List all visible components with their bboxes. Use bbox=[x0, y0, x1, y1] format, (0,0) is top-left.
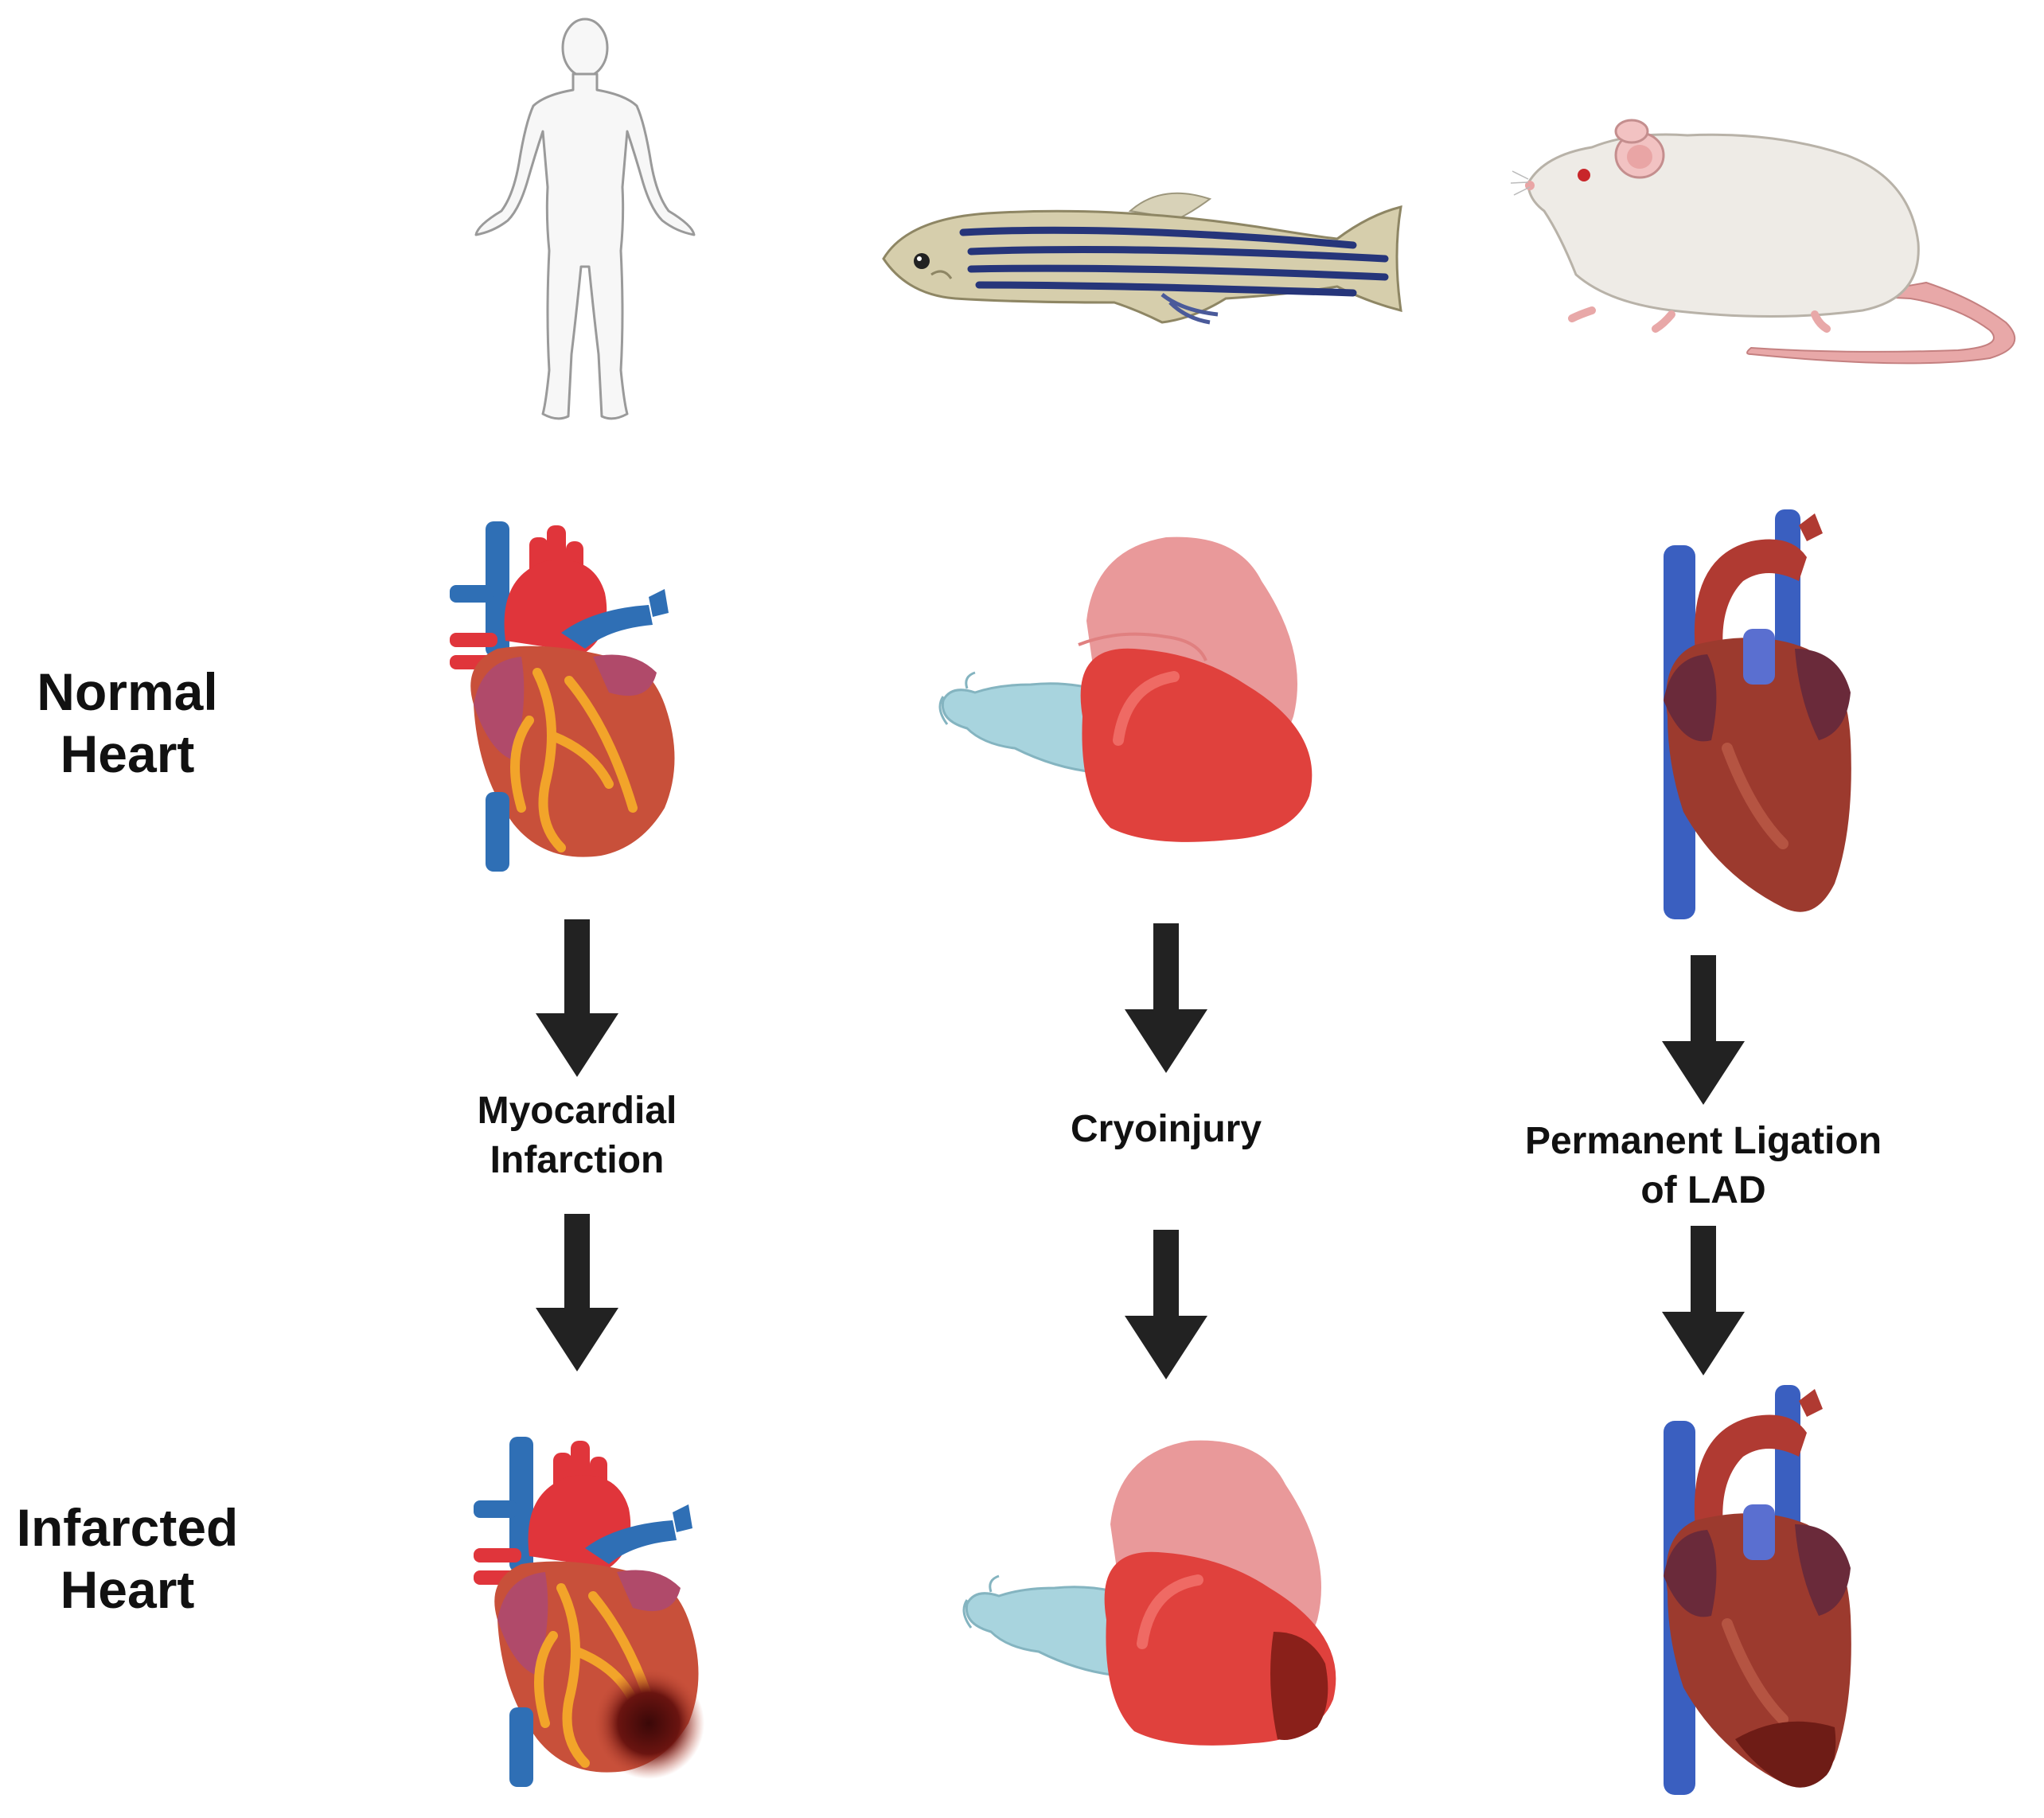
mouse-infarcted-heart-icon bbox=[1664, 1385, 1851, 1795]
procedure-mouse-line2: of LAD bbox=[1640, 1169, 1766, 1211]
arrow-human-upper bbox=[536, 919, 618, 1077]
zebrafish-infarcted-heart-icon bbox=[962, 1440, 1336, 1746]
arrow-zebrafish-lower bbox=[1125, 1230, 1207, 1379]
procedure-label-zebrafish: Cryoinjury bbox=[1003, 1105, 1329, 1154]
row-label-infarcted-line2: Heart bbox=[60, 1560, 195, 1619]
row-label-normal-line2: Heart bbox=[60, 724, 195, 783]
human-normal-heart-icon bbox=[450, 521, 675, 872]
procedure-human-line2: Infarction bbox=[490, 1139, 665, 1181]
procedure-zebrafish-line1: Cryoinjury bbox=[1070, 1108, 1262, 1150]
human-figure-icon bbox=[474, 18, 696, 420]
arrow-mouse-lower bbox=[1662, 1226, 1745, 1375]
arrow-mouse-upper bbox=[1662, 955, 1745, 1105]
mouse-normal-heart-icon bbox=[1664, 509, 1851, 919]
row-label-normal-line1: Normal bbox=[37, 662, 218, 721]
procedure-label-human: Myocardial Infarction bbox=[414, 1087, 740, 1185]
row-label-infarcted-line1: Infarcted bbox=[16, 1498, 239, 1557]
procedure-mouse-line1: Permanent Ligation bbox=[1524, 1120, 1882, 1162]
human-infarcted-heart-icon bbox=[474, 1437, 704, 1787]
arrow-zebrafish-upper bbox=[1125, 923, 1207, 1073]
zebrafish-normal-heart-icon bbox=[938, 536, 1313, 842]
row-label-normal-heart: Normal Heart bbox=[24, 661, 231, 785]
arrow-human-lower bbox=[536, 1214, 618, 1371]
procedure-label-mouse: Permanent Ligation of LAD bbox=[1473, 1117, 1934, 1215]
zebrafish-icon bbox=[882, 192, 1402, 325]
procedure-human-line1: Myocardial bbox=[477, 1090, 677, 1132]
mouse-icon bbox=[1510, 119, 2016, 365]
row-label-infarcted-heart: Infarcted Heart bbox=[8, 1496, 247, 1621]
